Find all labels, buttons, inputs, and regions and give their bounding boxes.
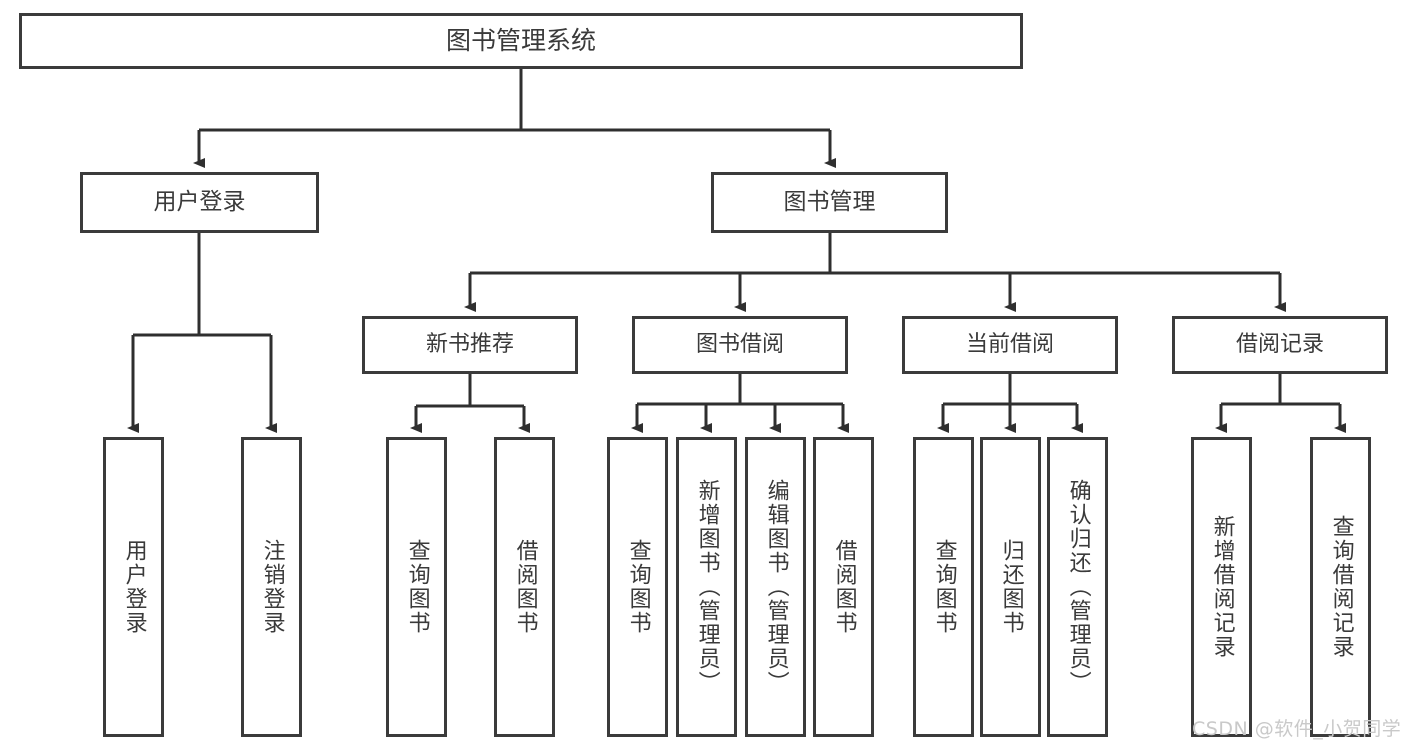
leaf-query-book-recommend[interactable]: 查询图书: [386, 437, 447, 737]
leaf-query-book-current[interactable]: 查询图书: [913, 437, 974, 737]
leaf-add-book-admin[interactable]: 新增图书（管理员）: [676, 437, 737, 737]
node-label: 查询图书: [931, 539, 957, 635]
node-label: 用户登录: [153, 188, 246, 215]
leaf-borrow-book-recommend[interactable]: 借阅图书: [494, 437, 555, 737]
node-current-borrow[interactable]: 当前借阅: [902, 316, 1118, 374]
node-label: 查询借阅记录: [1328, 515, 1354, 659]
node-label: 图书管理系统: [445, 26, 596, 56]
leaf-user-login[interactable]: 用户登录: [103, 437, 164, 737]
leaf-confirm-return-admin[interactable]: 确认归还（管理员）: [1047, 437, 1108, 737]
node-label: 查询图书: [625, 539, 651, 635]
node-book-borrow[interactable]: 图书借阅: [632, 316, 848, 374]
csdn-watermark: CSDN @软件_小贺同学: [1192, 718, 1402, 740]
node-root-book-management-system[interactable]: 图书管理系统: [19, 13, 1023, 69]
node-label: 新增图书（管理员）: [694, 479, 720, 695]
node-label: 用户登录: [121, 539, 147, 635]
node-label: 新书推荐: [425, 332, 514, 358]
node-label: 借阅记录: [1235, 332, 1324, 358]
node-label: 借阅图书: [512, 539, 538, 635]
leaf-edit-book-admin[interactable]: 编辑图书（管理员）: [745, 437, 806, 737]
leaf-return-book[interactable]: 归还图书: [980, 437, 1041, 737]
node-label: 新增借阅记录: [1209, 515, 1235, 659]
node-label: 借阅图书: [831, 539, 857, 635]
node-label: 当前借阅: [965, 332, 1054, 358]
node-label: 查询图书: [404, 539, 430, 635]
node-new-book-recommend[interactable]: 新书推荐: [362, 316, 578, 374]
node-label: 图书管理: [783, 188, 876, 215]
leaf-query-borrow-record[interactable]: 查询借阅记录: [1310, 437, 1371, 737]
node-borrow-record[interactable]: 借阅记录: [1172, 316, 1388, 374]
leaf-query-book-borrow[interactable]: 查询图书: [607, 437, 668, 737]
node-book-management[interactable]: 图书管理: [711, 172, 948, 233]
node-label: 编辑图书（管理员）: [763, 479, 789, 695]
node-user-login[interactable]: 用户登录: [80, 172, 319, 233]
leaf-logout[interactable]: 注销登录: [241, 437, 302, 737]
node-label: 确认归还（管理员）: [1065, 479, 1091, 695]
leaf-borrow-book[interactable]: 借阅图书: [813, 437, 874, 737]
leaf-add-borrow-record[interactable]: 新增借阅记录: [1191, 437, 1252, 737]
node-label: 归还图书: [998, 539, 1024, 635]
node-label: 注销登录: [259, 539, 285, 635]
node-label: 图书借阅: [695, 332, 784, 358]
